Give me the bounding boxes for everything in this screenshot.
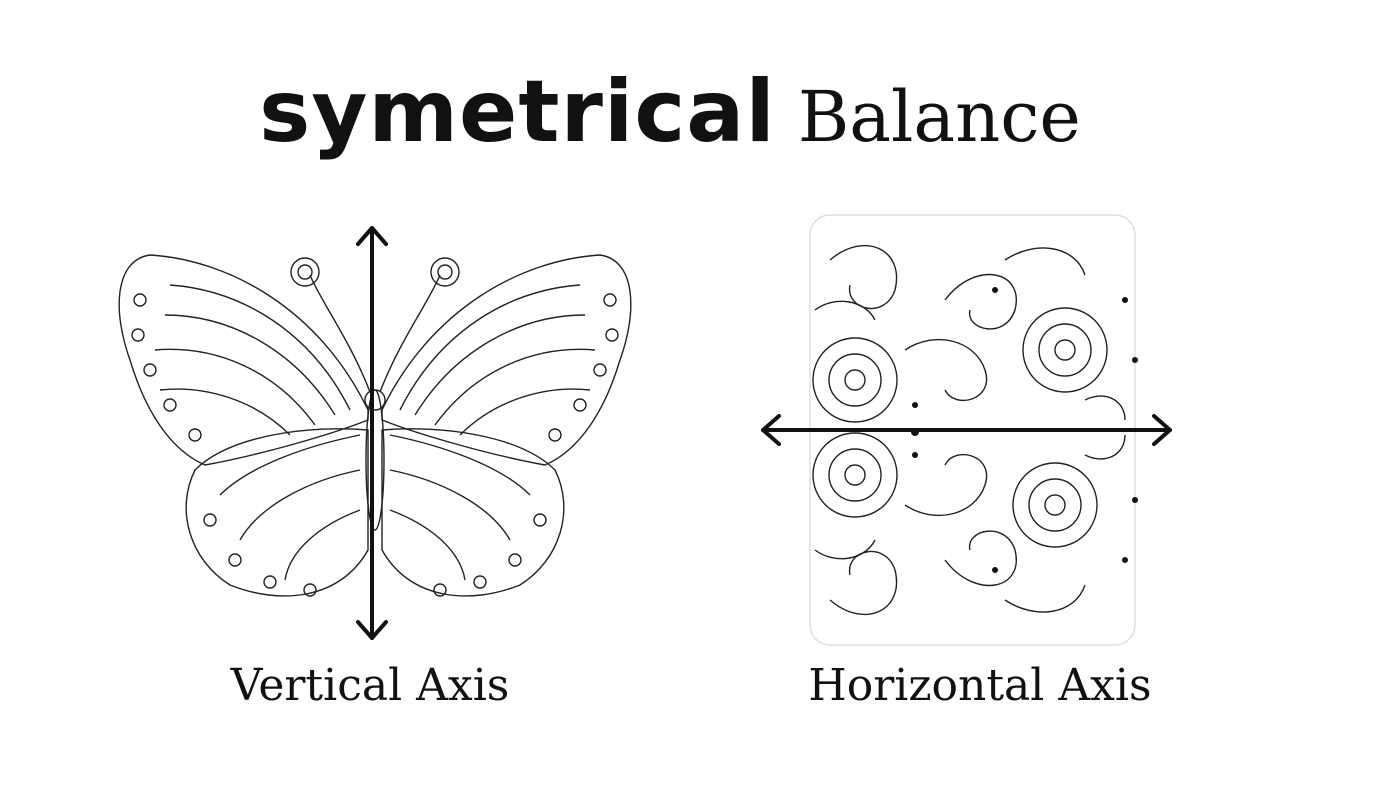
butterfly-illustration [118, 226, 632, 640]
lower-left-wing [185, 428, 369, 597]
lower-right-wing [381, 428, 565, 597]
upper-left-wing [118, 254, 369, 466]
horizontal-axis-arrow [761, 414, 1172, 446]
upper-right-wing [381, 254, 632, 466]
page-title: symetrical Balance [0, 62, 1400, 172]
title-light-word: Balance [797, 76, 1081, 158]
flower-top-right [1022, 307, 1108, 393]
vertical-axis-caption: Vertical Axis [230, 660, 510, 711]
title-bold-word: symetrical [259, 62, 776, 162]
vertical-axis-arrow [356, 226, 388, 640]
floral-illustration [761, 214, 1172, 646]
flower-bottom-left [812, 432, 898, 518]
horizontal-axis-caption: Horizontal Axis [808, 660, 1152, 711]
flower-bottom-right [1012, 462, 1098, 548]
flower-top-left [812, 337, 898, 423]
